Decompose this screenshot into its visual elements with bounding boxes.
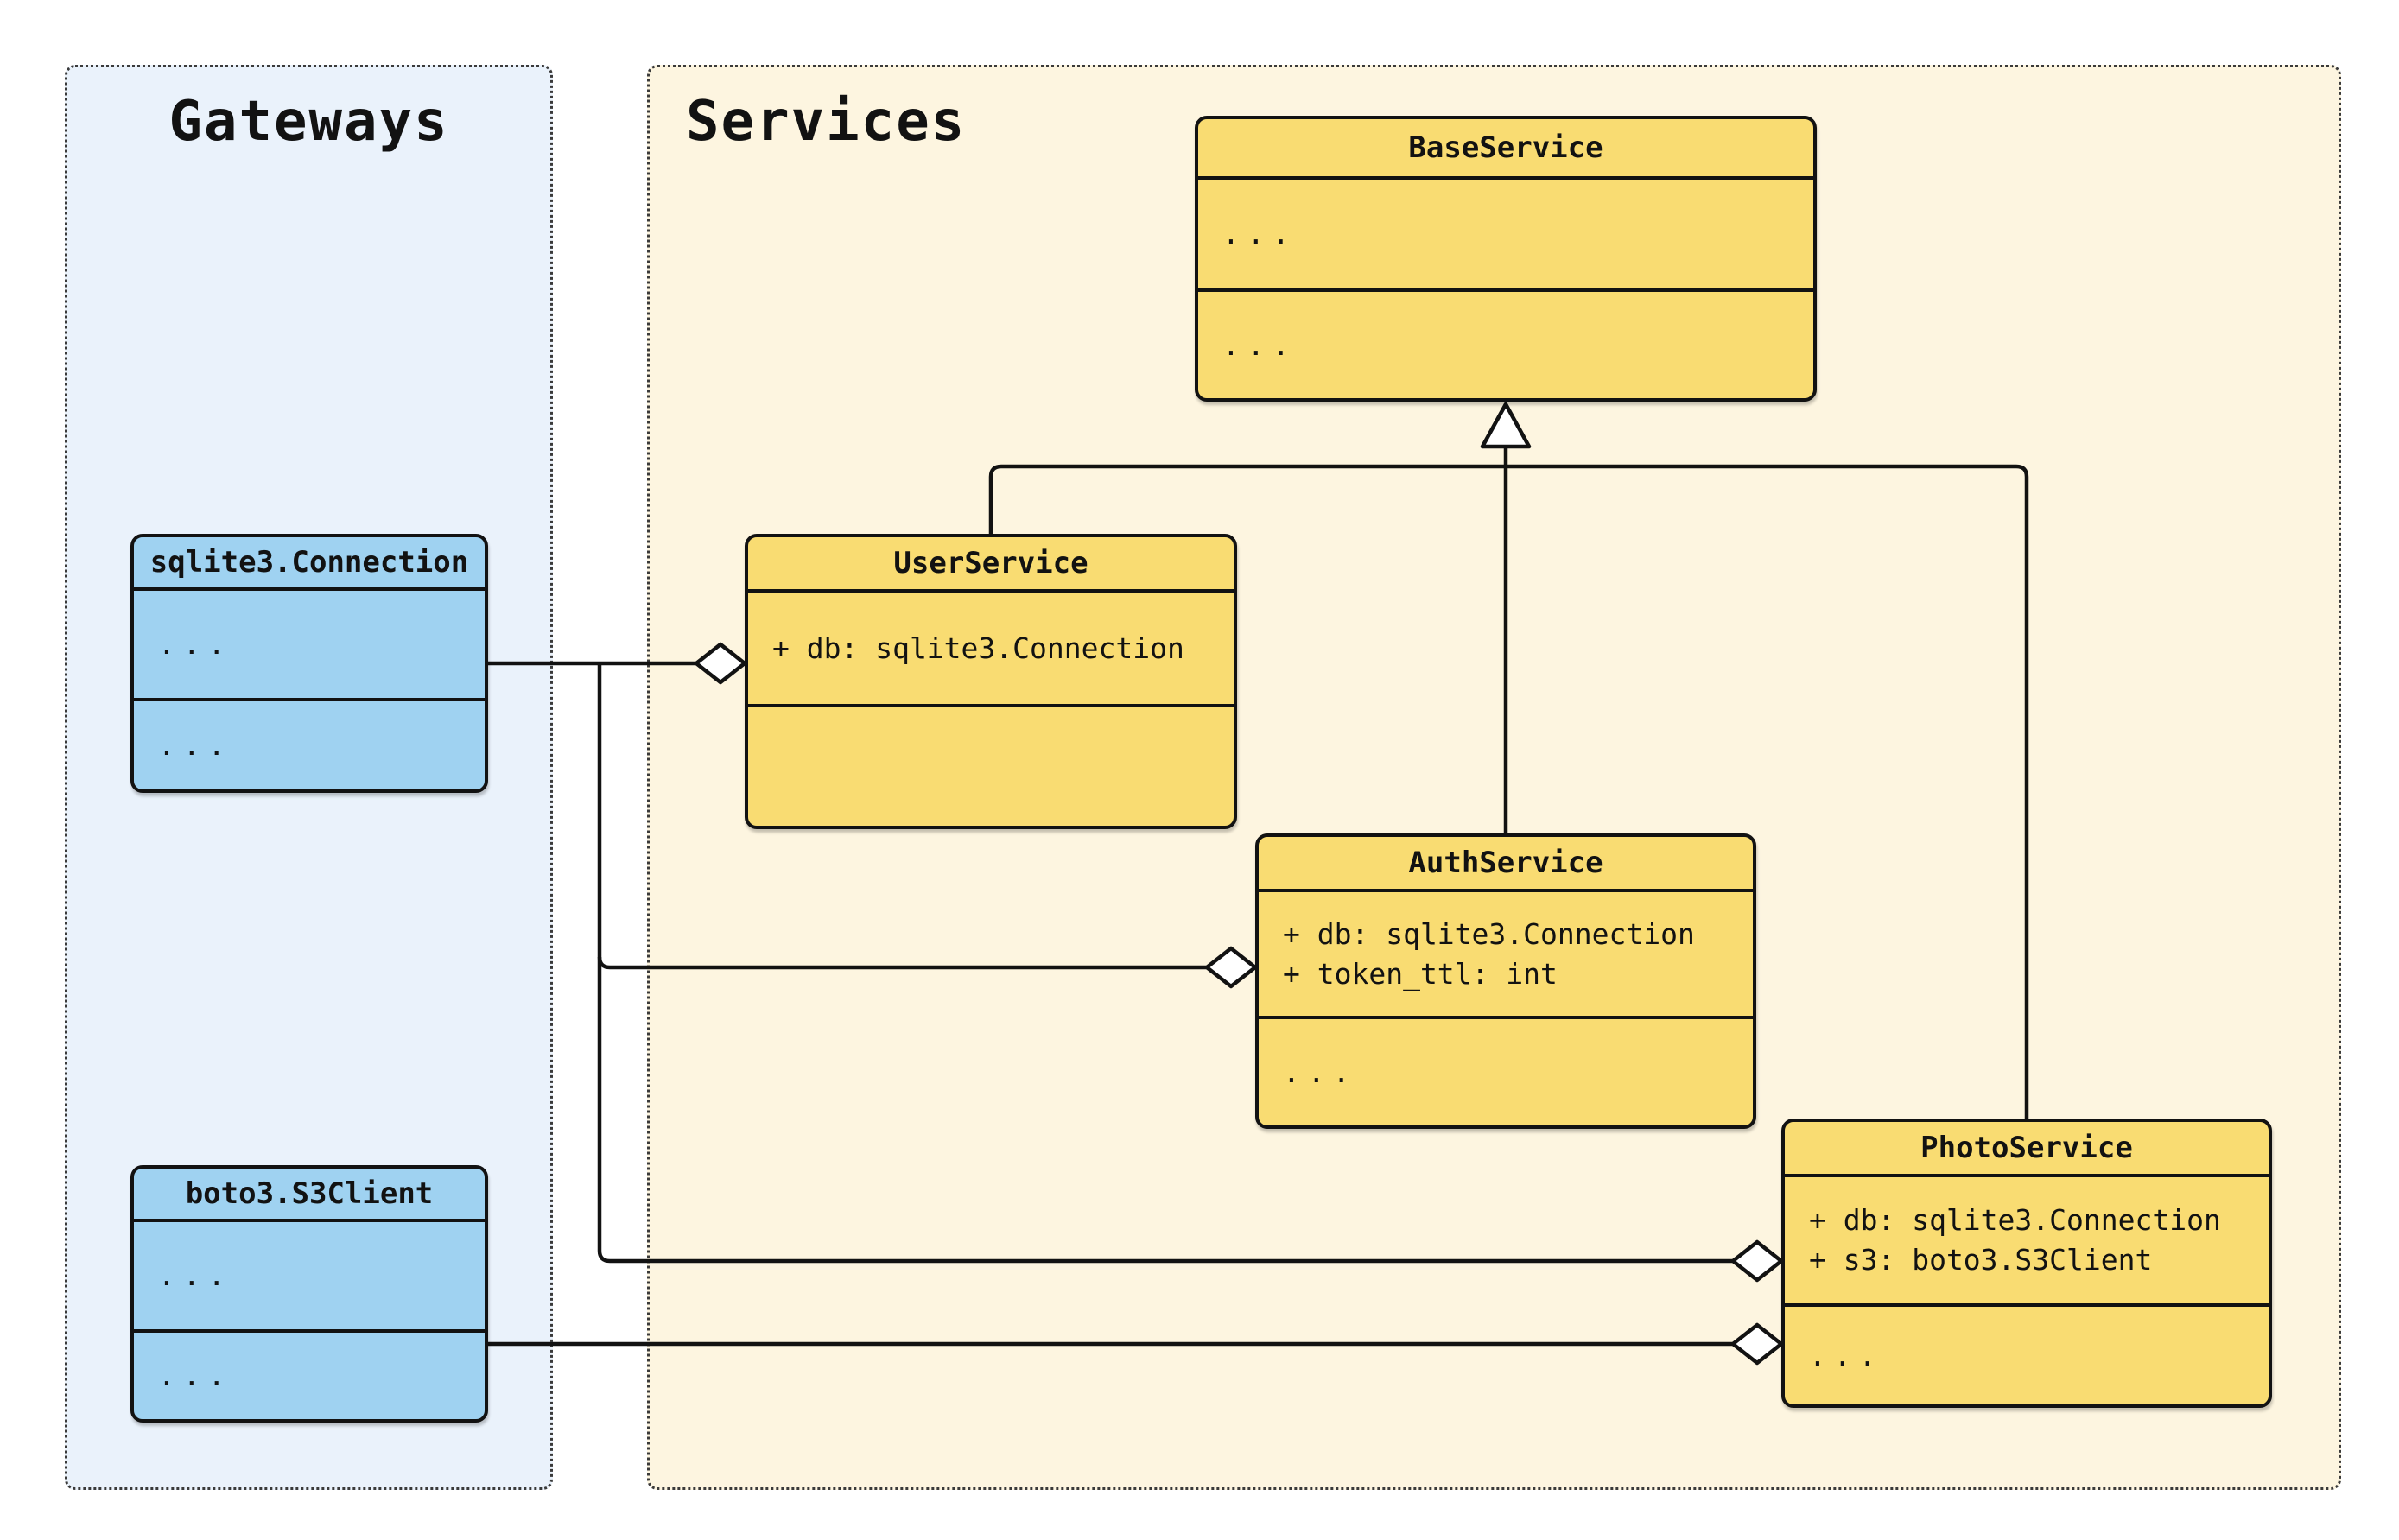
attribute-row: ... [158,627,233,661]
group-gateways-title: Gateways [168,90,449,154]
class-authservice-attributes: + db: sqlite3.Connection + token_ttl: in… [1259,889,1753,1016]
class-baseservice-attributes: ... [1198,176,1813,288]
class-photoservice-name: PhotoService [1920,1131,2133,1165]
class-authservice-name: AuthService [1408,846,1603,880]
method-row: ... [158,1359,233,1392]
class-boto3-s3client-name: boto3.S3Client [185,1176,434,1211]
class-boto3-s3client: boto3.S3Client ... ... [130,1165,488,1423]
class-sqlite3-connection-attributes: ... [134,587,485,698]
attribute-row: + s3: boto3.S3Client [1809,1243,2153,1277]
method-row: ... [1222,327,1298,362]
class-photoservice: PhotoService + db: sqlite3.Connection + … [1781,1119,2272,1408]
class-baseservice-methods: ... [1198,288,1813,398]
class-authservice-methods: ... [1259,1016,1753,1125]
class-photoservice-attributes: + db: sqlite3.Connection + s3: boto3.S3C… [1785,1174,2269,1303]
class-userservice-name: UserService [893,546,1088,580]
class-userservice-attributes: + db: sqlite3.Connection [748,589,1234,704]
class-authservice: AuthService + db: sqlite3.Connection + t… [1255,833,1756,1129]
group-services-title: Services [686,90,967,154]
attribute-row: + db: sqlite3.Connection [1809,1203,2221,1237]
class-sqlite3-connection-methods: ... [134,698,485,789]
class-sqlite3-connection-name: sqlite3.Connection [149,545,469,580]
method-row: ... [158,728,233,762]
attribute-row: ... [158,1258,233,1292]
class-userservice: UserService + db: sqlite3.Connection [745,534,1237,829]
class-boto3-s3client-attributes: ... [134,1219,485,1329]
attribute-row: + db: sqlite3.Connection [1283,916,1695,951]
attribute-row: + token_ttl: int [1283,956,1558,991]
class-boto3-s3client-methods: ... [134,1329,485,1419]
class-photoservice-methods: ... [1785,1303,2269,1404]
method-row: ... [1283,1055,1358,1089]
attribute-row: ... [1222,217,1298,250]
class-sqlite3-connection: sqlite3.Connection ... ... [130,534,488,793]
class-baseservice-name: BaseService [1408,130,1603,165]
method-row: ... [1809,1338,1884,1372]
class-baseservice: BaseService ... ... [1195,116,1817,402]
class-userservice-methods [748,704,1234,826]
attribute-row: + db: sqlite3.Connection [772,631,1184,665]
